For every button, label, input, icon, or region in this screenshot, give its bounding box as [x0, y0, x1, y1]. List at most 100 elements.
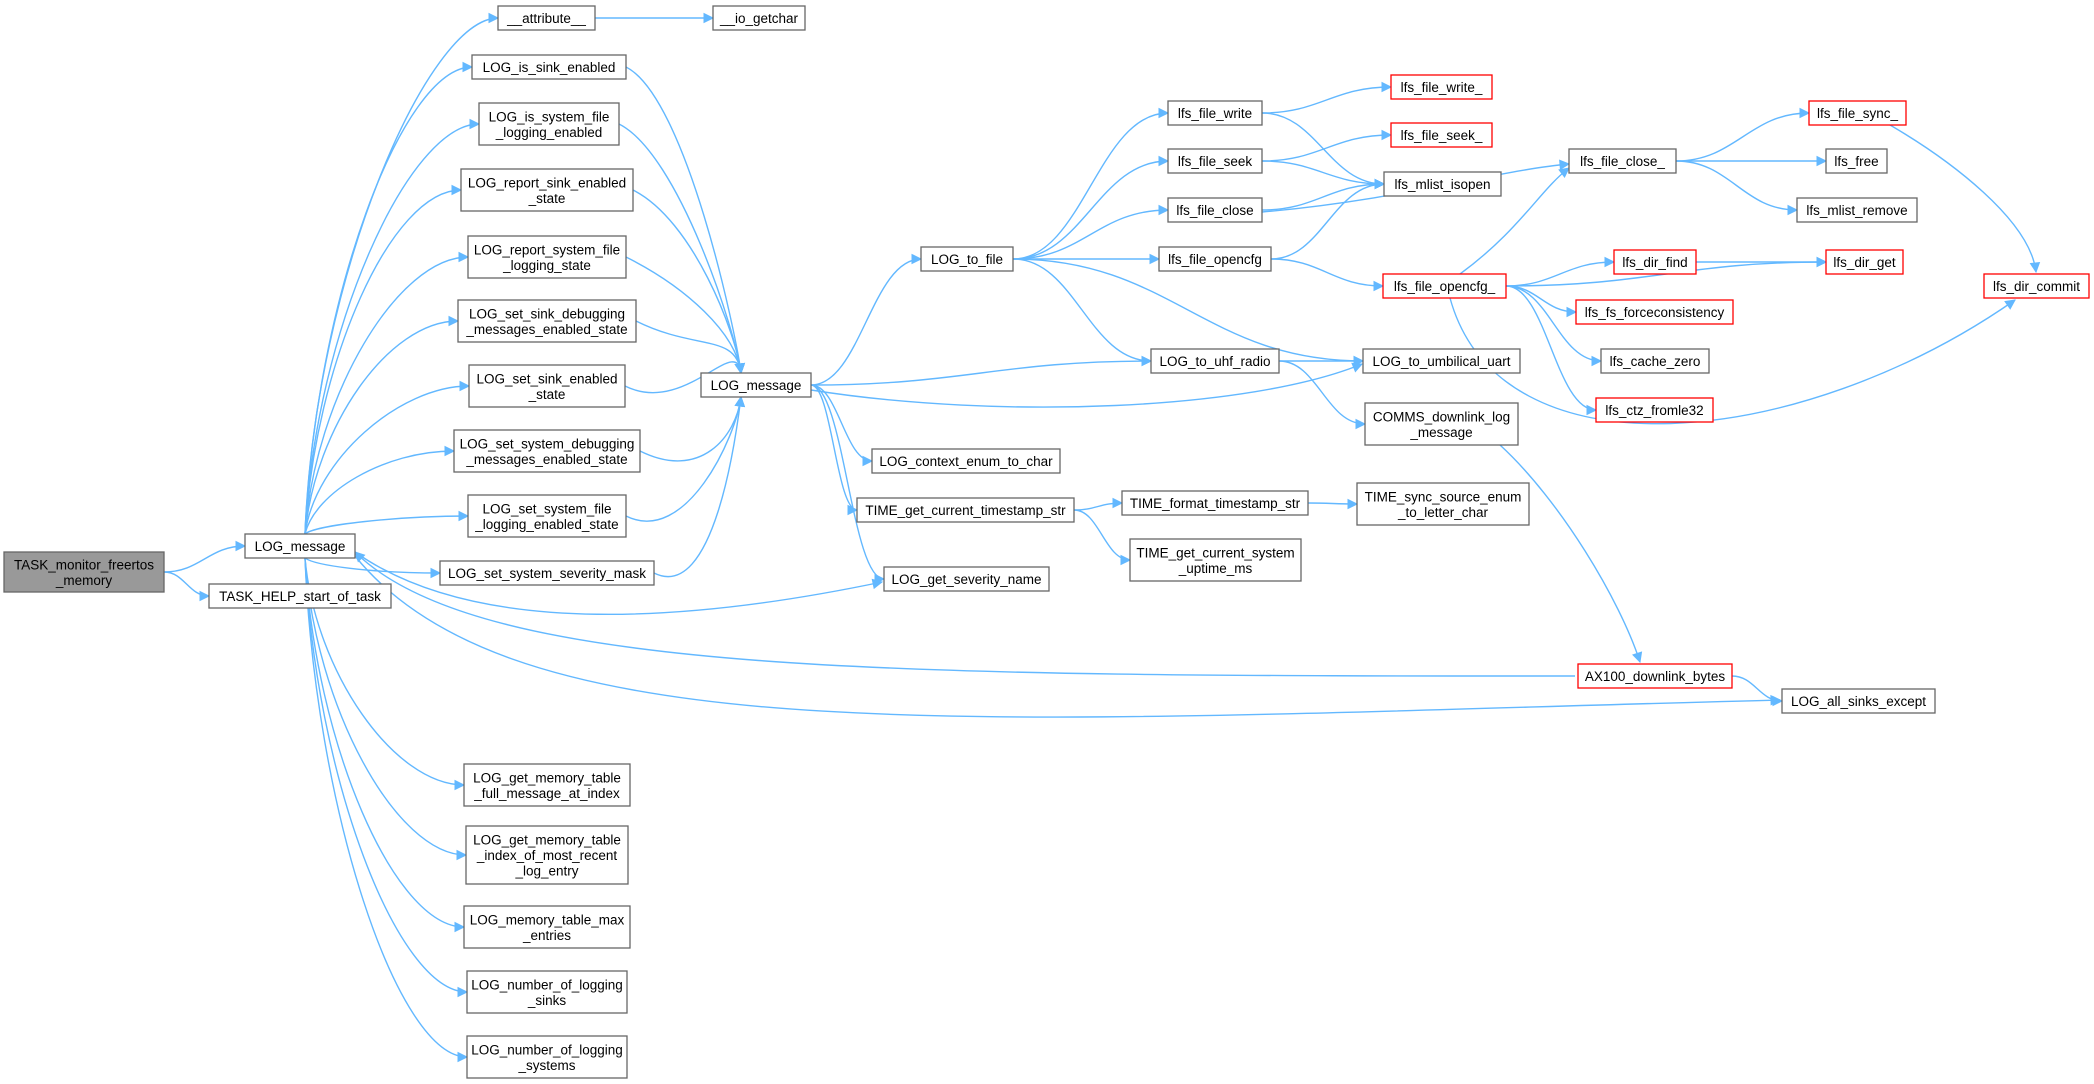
node-log-to-file[interactable]: LOG_to_file — [920, 246, 1014, 272]
node-mem-full-msg[interactable]: LOG_get_memory_table_full_message_at_ind… — [463, 763, 631, 807]
node-box — [478, 102, 620, 146]
node-num-systems[interactable]: LOG_number_of_logging_systems — [466, 1035, 628, 1079]
node-label: LOG_report_system_file — [474, 242, 620, 257]
node-is-system-file[interactable]: LOG_is_system_file_logging_enabled — [478, 102, 620, 146]
node-lfs-dir-find[interactable]: lfs_dir_find — [1613, 249, 1697, 275]
node-mem-max-entries[interactable]: LOG_memory_table_max_entries — [463, 905, 631, 949]
node-task-help[interactable]: TASK_HELP_start_of_task — [208, 583, 392, 609]
arrowhead-icon — [1787, 204, 1799, 216]
node-lfs-mlist-remove[interactable]: lfs_mlist_remove — [1796, 197, 1918, 223]
node-box — [1121, 490, 1309, 516]
node-report-sink[interactable]: LOG_report_sink_enabled_state — [460, 168, 634, 212]
node-set-sink-debug[interactable]: LOG_set_sink_debugging_messages_enabled_… — [457, 299, 637, 343]
node-io-getchar[interactable]: __io_getchar — [712, 5, 806, 31]
node-label: LOG_is_system_file — [489, 109, 610, 124]
call-edge-lfs_file_close_-to-lfs_file_sync_ — [1675, 112, 1810, 162]
node-set-system-file[interactable]: LOG_set_system_file_logging_enabled_stat… — [467, 494, 627, 538]
node-time-sync-src[interactable]: TIME_sync_source_enum_to_letter_char — [1356, 482, 1530, 526]
node-lfs-file-close-[interactable]: lfs_file_close_ — [1568, 148, 1677, 174]
node-box — [1808, 100, 1907, 126]
node-log-to-uhf[interactable]: LOG_to_uhf_radio — [1150, 348, 1280, 374]
node-set-sink-enabled[interactable]: LOG_set_sink_enabled_state — [468, 364, 626, 408]
node-box — [871, 448, 1061, 474]
node-mem-index-recent[interactable]: LOG_get_memory_table_index_of_most_recen… — [465, 825, 629, 885]
node-context-enum[interactable]: LOG_context_enum_to_char — [871, 448, 1061, 474]
node-label: _message — [1409, 425, 1472, 440]
node-all-sinks-except[interactable]: LOG_all_sinks_except — [1781, 688, 1936, 714]
node-box — [439, 560, 655, 586]
node-attribute[interactable]: __attribute__ — [497, 5, 596, 31]
node-lfs-file-opencfg[interactable]: lfs_file_opencfg — [1158, 246, 1272, 272]
node-time-format-ts[interactable]: TIME_format_timestamp_str — [1121, 490, 1309, 516]
node-label: LOG_to_uhf_radio — [1159, 354, 1270, 369]
node-lfs-file-opencfg-[interactable]: lfs_file_opencfg_ — [1382, 273, 1507, 299]
node-box — [1825, 148, 1888, 174]
node-ax100[interactable]: AX100_downlink_bytes — [1577, 663, 1733, 689]
node-lfs-fs-force[interactable]: lfs_fs_forceconsistency — [1575, 299, 1734, 325]
node-lfs-file-close[interactable]: lfs_file_close — [1167, 197, 1263, 223]
node-lfs-file-seek-[interactable]: lfs_file_seek_ — [1390, 122, 1493, 148]
node-box — [466, 1035, 628, 1079]
node-lfs-file-sync-[interactable]: lfs_file_sync_ — [1808, 100, 1907, 126]
node-box — [1362, 348, 1521, 374]
arrowhead-icon — [703, 12, 715, 24]
node-comms-downlink[interactable]: COMMS_downlink_log_message — [1364, 402, 1519, 446]
arrowhead-icon — [458, 251, 470, 263]
node-lfs-dir-get[interactable]: lfs_dir_get — [1825, 249, 1904, 275]
call-edge-set_system_severity-to-log_message_b — [653, 396, 742, 578]
node-box — [1167, 148, 1263, 174]
node-log-to-umbilical[interactable]: LOG_to_umbilical_uart — [1362, 348, 1521, 374]
node-get-severity[interactable]: LOG_get_severity_name — [883, 566, 1050, 592]
node-label: TIME_get_current_timestamp_str — [865, 503, 1066, 518]
arrowhead-icon — [1632, 651, 1643, 664]
node-task-monitor[interactable]: TASK_monitor_freertos_memory — [3, 551, 165, 593]
node-box — [920, 246, 1014, 272]
node-box — [1150, 348, 1280, 374]
arrowhead-icon — [448, 315, 460, 327]
node-box — [465, 825, 629, 885]
arrowhead-icon — [1591, 355, 1603, 367]
call-edge-is_system_file-to-log_message_b — [618, 123, 742, 374]
node-box — [468, 364, 626, 408]
arrowhead-icon — [457, 986, 469, 998]
arrowhead-icon — [469, 118, 481, 130]
node-set-system-debug[interactable]: LOG_set_system_debugging_messages_enable… — [453, 429, 641, 473]
node-log-message-b[interactable]: LOG_message — [700, 372, 812, 398]
node-label: lfs_cache_zero — [1610, 354, 1701, 369]
arrowhead-icon — [1604, 256, 1616, 268]
node-label: lfs_ctz_fromle32 — [1605, 403, 1703, 418]
node-lfs-file-write[interactable]: lfs_file_write — [1167, 100, 1263, 126]
node-is-sink-enabled[interactable]: LOG_is_sink_enabled — [471, 54, 627, 80]
arrowhead-icon — [1381, 129, 1393, 141]
node-time-get-uptime[interactable]: TIME_get_current_system_uptime_ms — [1129, 538, 1302, 582]
node-box — [1781, 688, 1936, 714]
call-edge-lfs_file_seek-to-lfs_mlist_isopen — [1261, 160, 1385, 185]
node-label: lfs_dir_find — [1622, 255, 1687, 270]
call-edge-is_sink_enabled-to-log_message_b — [625, 66, 742, 374]
node-num-sinks[interactable]: LOG_number_of_logging_sinks — [466, 970, 628, 1014]
arrowhead-icon — [911, 253, 923, 265]
node-lfs-file-seek[interactable]: lfs_file_seek — [1167, 148, 1263, 174]
arrowhead-icon — [457, 1051, 469, 1063]
node-lfs-mlist-isopen[interactable]: lfs_mlist_isopen — [1383, 171, 1502, 197]
node-lfs-ctz-fromle32[interactable]: lfs_ctz_fromle32 — [1595, 397, 1714, 423]
node-lfs-dir-commit[interactable]: lfs_dir_commit — [1983, 273, 2090, 299]
node-box — [1568, 148, 1677, 174]
node-set-system-severity[interactable]: LOG_set_system_severity_mask — [439, 560, 655, 586]
arrowhead-icon — [1158, 155, 1170, 167]
node-label: _index_of_most_recent — [476, 848, 618, 863]
node-label: _logging_enabled — [495, 125, 603, 140]
node-lfs-file-write-[interactable]: lfs_file_write_ — [1390, 74, 1493, 100]
arrowhead-icon — [1158, 107, 1170, 119]
node-time-get-ts[interactable]: TIME_get_current_timestamp_str — [856, 497, 1075, 523]
node-report-system-file[interactable]: LOG_report_system_file_logging_state — [467, 235, 627, 279]
node-log-message-a[interactable]: LOG_message — [244, 533, 356, 559]
node-box — [1129, 538, 1302, 582]
arrowhead-icon — [1816, 256, 1828, 268]
node-label: LOG_is_sink_enabled — [483, 60, 616, 75]
node-lfs-free[interactable]: lfs_free — [1825, 148, 1888, 174]
node-label: TIME_sync_source_enum — [1365, 489, 1522, 504]
node-lfs-cache-zero[interactable]: lfs_cache_zero — [1600, 348, 1710, 374]
node-box — [208, 583, 392, 609]
